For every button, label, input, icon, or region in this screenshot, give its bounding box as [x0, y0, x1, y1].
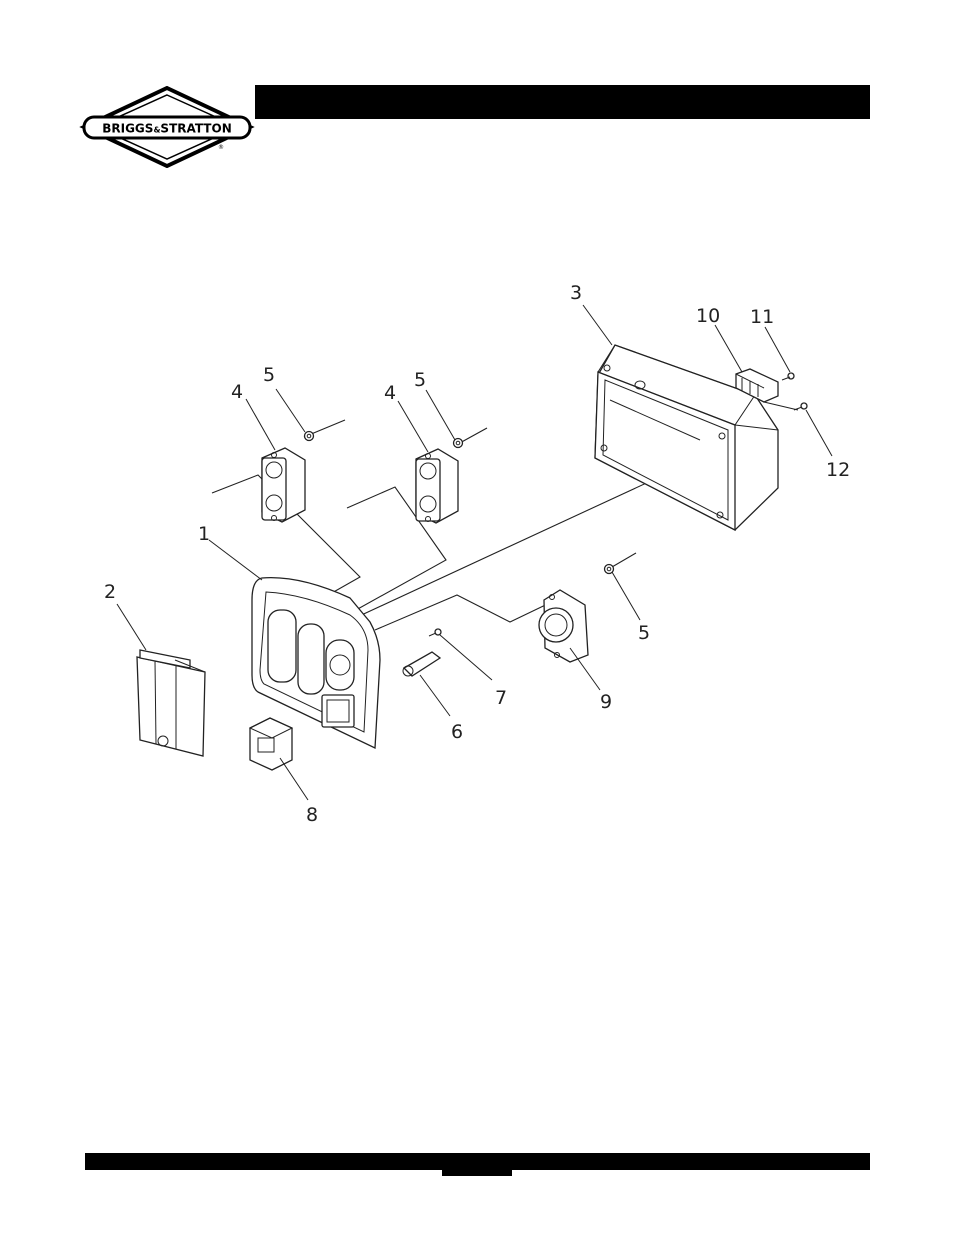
part-7-screw [429, 629, 441, 636]
callout-4-middle: 4 [384, 382, 396, 404]
callout-2: 2 [104, 581, 116, 603]
callout-12: 12 [826, 459, 850, 481]
part-9-twist-lock-receptacle [539, 590, 588, 662]
callouts: 1 2 3 4 4 5 5 5 6 7 8 9 10 11 12 [104, 282, 850, 826]
callout-5-right: 5 [638, 622, 650, 644]
part-4-receptacle-left [262, 448, 305, 522]
callout-6: 6 [451, 721, 463, 743]
callout-5-left: 5 [263, 364, 275, 386]
part-6-fuse-holder [403, 652, 440, 676]
part-5-nut-left [305, 432, 314, 441]
part-8-switch [250, 718, 292, 770]
part-12-screw [794, 403, 807, 410]
callout-11: 11 [750, 306, 774, 328]
part-2-cover [137, 650, 205, 756]
callout-4-left: 4 [231, 381, 243, 403]
callout-5-middle: 5 [414, 369, 426, 391]
callout-7: 7 [495, 687, 507, 709]
part-4-receptacle-middle [416, 449, 458, 523]
callout-9: 9 [600, 691, 612, 713]
leader-lines [117, 305, 832, 800]
footer-bar-right [512, 1153, 870, 1170]
callout-8: 8 [306, 804, 318, 826]
part-11-screw [782, 373, 794, 380]
callout-1: 1 [198, 523, 210, 545]
footer-page-tab [442, 1153, 512, 1176]
callout-3: 3 [570, 282, 582, 304]
footer-bar-left [85, 1153, 442, 1170]
callout-10: 10 [696, 305, 720, 327]
